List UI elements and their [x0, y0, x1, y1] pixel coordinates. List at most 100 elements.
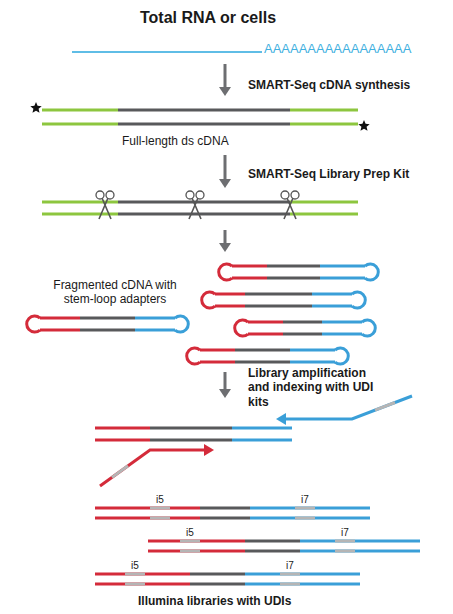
arrow-head: [219, 389, 231, 398]
index-segment: [280, 573, 300, 576]
strand: [118, 109, 290, 112]
rna-strand: [72, 51, 262, 53]
adapter-strand: [232, 265, 267, 268]
scissors-icon: [186, 191, 204, 219]
index-primer: [100, 450, 206, 486]
insert-strand: [190, 583, 245, 586]
adapter-strand: [245, 573, 360, 576]
adapter-strand: [290, 349, 335, 352]
adapter-strand: [248, 333, 283, 336]
strand: [232, 439, 292, 442]
step-arrow: [224, 372, 227, 390]
end-star: [30, 102, 41, 113]
stem-loop: [235, 320, 248, 336]
adapter-strand: [320, 265, 365, 268]
cdna-strand: [267, 265, 320, 268]
step-label: SMART-Seq Library Prep Kit: [248, 167, 409, 181]
arrow-head: [219, 179, 231, 188]
index-segment: [150, 507, 170, 510]
index-label: i7: [301, 494, 309, 506]
index-segment: [335, 550, 355, 553]
adapter-strand: [290, 361, 335, 364]
strand: [290, 213, 358, 216]
strand: [150, 427, 232, 430]
index-segment: [335, 540, 355, 543]
adapter-strand: [200, 349, 235, 352]
index-segment: [280, 583, 300, 586]
index-segment: [375, 403, 395, 411]
step-label: Library amplification and indexing with …: [248, 366, 388, 409]
index-segment: [295, 507, 315, 510]
index-segment: [180, 550, 200, 553]
adapter-strand: [40, 317, 80, 320]
strand: [118, 213, 290, 216]
strand: [290, 201, 358, 204]
index-label: i7: [286, 560, 294, 572]
stem-loop: [175, 316, 188, 332]
arrow-head: [219, 87, 231, 96]
strand: [150, 439, 232, 442]
adapter-strand: [300, 550, 420, 553]
cdna-strand: [245, 305, 312, 308]
strand: [290, 109, 358, 112]
product-label: Full-length ds cDNA: [122, 134, 229, 148]
adapter-strand: [322, 333, 362, 336]
index-label: i5: [131, 560, 139, 572]
adapter-strand: [215, 305, 245, 308]
adapter-strand: [95, 583, 190, 586]
strand: [95, 427, 150, 430]
index-segment: [125, 573, 145, 576]
insert-strand: [200, 517, 250, 520]
insert-strand: [245, 540, 300, 543]
step-arrow: [224, 155, 227, 180]
insert-strand: [190, 573, 245, 576]
adapter-strand: [245, 583, 360, 586]
adapter-strand: [95, 573, 190, 576]
insert-strand: [245, 550, 300, 553]
index-segment: [180, 540, 200, 543]
adapter-strand: [148, 550, 245, 553]
step-arrow: [224, 230, 227, 244]
strand: [290, 123, 358, 126]
scissors-icon: [281, 191, 299, 219]
step-label: SMART-Seq cDNA synthesis: [248, 78, 410, 92]
index-primer: [284, 396, 412, 419]
index-label: i5: [156, 494, 164, 506]
adapter-strand: [312, 305, 352, 308]
arrow-head: [204, 444, 214, 456]
index-label: i7: [341, 527, 349, 539]
step-arrow: [224, 64, 227, 88]
strand: [118, 123, 290, 126]
adapter-strand: [95, 507, 200, 510]
adapter-strand: [215, 293, 245, 296]
adapter-strand: [95, 517, 200, 520]
stem-loop: [362, 320, 375, 336]
adapter-strand: [320, 277, 365, 280]
cdna-strand: [80, 317, 135, 320]
adapter-strand: [250, 517, 370, 520]
adapter-strand: [40, 329, 80, 332]
strand: [95, 439, 150, 442]
index-segment: [125, 583, 145, 586]
polya-tail: AAAAAAAAAAAAAAAAA: [264, 41, 411, 57]
product-label: Fragmented cDNA with stem-loop adapters: [40, 278, 190, 307]
strand: [42, 213, 118, 216]
cdna-strand: [235, 349, 290, 352]
adapter-strand: [200, 361, 235, 364]
scissors-icon: [96, 191, 114, 219]
cdna-strand: [80, 329, 135, 332]
cdna-strand: [283, 333, 322, 336]
adapter-strand: [135, 317, 175, 320]
strand: [118, 201, 290, 204]
arrow-head: [219, 243, 231, 252]
stem-loop: [187, 348, 200, 364]
cdna-strand: [283, 321, 322, 324]
cdna-strand: [235, 361, 290, 364]
stem-loop: [219, 264, 232, 280]
strand: [42, 109, 118, 112]
adapter-strand: [250, 507, 370, 510]
index-segment: [295, 517, 315, 520]
adapter-strand: [232, 277, 267, 280]
stem-loop: [365, 264, 378, 280]
